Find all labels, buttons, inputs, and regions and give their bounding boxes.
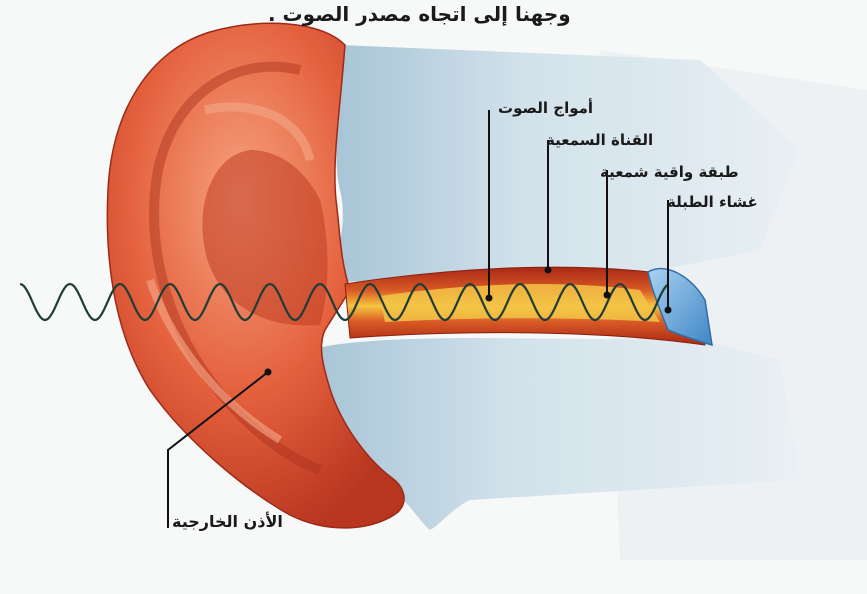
label-wax-layer: طبقة واقية شمعية <box>600 163 739 181</box>
leader-dot-outer-ear <box>265 369 272 376</box>
leader-dot-eardrum <box>665 307 672 314</box>
label-sound-waves: أمواج الصوت <box>498 99 593 117</box>
leader-dot-wax-layer <box>604 292 611 299</box>
leader-dot-ear-canal <box>545 267 552 274</box>
label-eardrum: غشاء الطبلة <box>667 193 758 211</box>
label-ear-canal: القناة السمعية <box>546 131 653 149</box>
label-outer-ear: الأذن الخارجية <box>172 512 283 531</box>
leader-dot-sound-waves <box>486 295 493 302</box>
caption: وجهنا إلى اتجاه مصدر الصوت . <box>268 2 571 26</box>
